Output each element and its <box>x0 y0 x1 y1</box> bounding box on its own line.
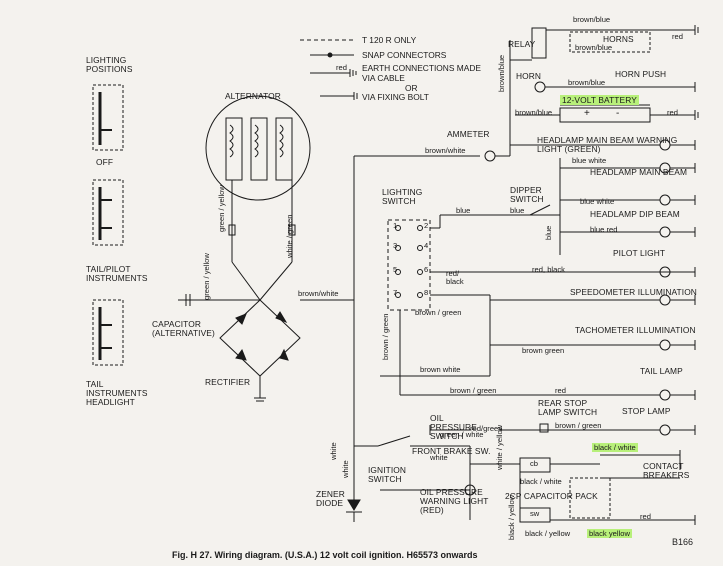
oil-warning-light-label: OIL PRESSURE WARNING LIGHT (RED) <box>420 487 489 515</box>
wire-red-tail: red <box>555 386 566 395</box>
ignition-switch-label: IGNITION SWITCH <box>368 465 407 484</box>
legend-snap-connectors: SNAP CONNECTORS <box>362 50 447 60</box>
sw-label-1: sw <box>530 509 540 518</box>
lighting-pos-tail-pilot: TAIL/PILOT INSTRUMENTS <box>86 264 148 283</box>
wire-red-cb: red <box>640 512 651 521</box>
wire-brown-blue-3: brown/blue <box>568 78 606 87</box>
tachometer-label: TACHOMETER ILLUMINATION <box>575 325 696 335</box>
switch-pos-6: 6 <box>424 265 429 274</box>
wire-white-1: white <box>430 453 448 462</box>
wire-brown-blue-4: brown/blue <box>515 108 553 117</box>
lighting-pos-tail-head: TAIL INSTRUMENTS HEADLIGHT <box>86 379 148 407</box>
rear-stop-switch-label: REAR STOP LAMP SWITCH <box>538 398 598 417</box>
wire-blue-white-2: blue white <box>580 197 615 206</box>
switch-pos-8: 8 <box>424 288 429 297</box>
switch-pos-1: 1 <box>393 221 398 230</box>
legend-symbols <box>300 39 358 100</box>
figure-caption: Fig. H 27. Wiring diagram. (U.S.A.) 12 v… <box>172 550 478 560</box>
lighting-position-diagrams <box>92 84 124 366</box>
wire-black-white-hl-text: black / white <box>592 443 638 452</box>
legend-or: OR <box>405 83 418 93</box>
wire-green-yellow-v2: green / yellow <box>202 253 211 300</box>
wire-brown-green-v: brown / green <box>381 313 390 360</box>
ammeter-label: AMMETER <box>447 129 490 139</box>
horns-label: HORNS <box>603 34 634 44</box>
contact-breakers-label: CONTACT BREAKERS <box>643 461 690 480</box>
wire-red-green: red/green <box>470 424 503 433</box>
wire-black-white-2: black / white <box>520 477 562 486</box>
speedometer-label: SPEEDOMETER ILLUMINATION <box>570 287 697 297</box>
headlamp-main-label: HEADLAMP MAIN BEAM <box>590 167 688 177</box>
horn-push-label: HORN PUSH <box>615 69 667 79</box>
rectifier-bridge <box>219 299 301 402</box>
battery-neg-sign: - <box>616 108 620 119</box>
relay-label: RELAY <box>508 39 536 49</box>
wire-blue-white-1: blue white <box>572 156 607 165</box>
lighting-switch-label: LIGHTING SWITCH <box>382 187 423 206</box>
wire-red-horns: red <box>672 32 683 41</box>
wire-red-black-1: red/ black <box>446 269 464 286</box>
horn-label: HORN <box>516 71 542 81</box>
wire-blue-2: blue <box>510 206 525 215</box>
wire-red-black-2: red, black <box>532 265 565 274</box>
switch-pos-3: 3 <box>393 241 398 250</box>
oil-pressure-switch-label: OIL PRESSURE SWITCH <box>430 413 477 441</box>
figure-code: B166 <box>672 537 694 547</box>
headlamp-dip-label: HEADLAMP DIP BEAM <box>590 209 680 219</box>
alternator-label: ALTERNATOR <box>225 91 281 101</box>
wire-blue-red: blue red <box>590 225 618 234</box>
capacitor-pack-label: 2CP CAPACITOR PACK <box>505 491 598 501</box>
legend-t120r: T 120 R ONLY <box>362 35 417 45</box>
legend-earth-cable: EARTH CONNECTIONS MADE VIA CABLE <box>362 63 481 83</box>
wire-brown-white-2: brown white <box>420 365 461 374</box>
lighting-pos-off: OFF <box>96 157 114 167</box>
battery-label: 12-VOLT BATTERY <box>560 95 639 105</box>
capacitor-label: CAPACITOR (ALTERNATIVE) <box>152 319 215 338</box>
wire-brown-blue-2: brown/blue <box>575 43 613 52</box>
battery-pos-sign: + <box>584 108 590 119</box>
tail-lamp-label: TAIL LAMP <box>640 366 683 376</box>
wire-brown-stop: brown / green <box>555 421 602 430</box>
legend-red-label: red <box>336 63 347 72</box>
alternator-symbol <box>205 95 311 201</box>
wire-brown-blue-1: brown/blue <box>573 15 611 24</box>
pilot-light-label: PILOT LIGHT <box>613 248 666 258</box>
battery-label-text: 12-VOLT BATTERY <box>560 95 639 105</box>
wire-black-white-hl: black / white <box>592 443 638 452</box>
switch-pos-5: 5 <box>393 265 398 274</box>
wire-white-v2: white <box>341 460 350 478</box>
switch-pos-4: 4 <box>424 241 429 250</box>
wire-white-yellow-v: white / yellow <box>495 424 504 470</box>
wire-brown-green-3: brown / green <box>450 386 497 395</box>
wire-black-yellow-hl-text: black yellow <box>587 529 632 538</box>
lighting-positions-title: LIGHTING POSITIONS <box>86 55 133 74</box>
wire-brown-white-main: brown/white <box>298 289 339 298</box>
wire-green-yellow-v1: green / yellow <box>217 185 226 232</box>
stop-lamp-label: STOP LAMP <box>622 406 671 416</box>
wire-brown-green-1: brown / green <box>415 308 462 317</box>
wire-black-yellow-hl: black yellow <box>587 529 632 538</box>
headlamp-main-warning-label: HEADLAMP MAIN BEAM WARNING LIGHT (GREEN) <box>537 135 678 154</box>
wire-blue-v: blue <box>544 225 553 240</box>
wire-green-white: green / white <box>440 430 484 439</box>
front-brake-label: FRONT BRAKE SW. <box>412 446 491 456</box>
cb-label-1: cb <box>530 459 539 468</box>
dipper-switch-label: DIPPER SWITCH <box>510 185 544 204</box>
rectifier-label: RECTIFIER <box>205 377 251 387</box>
wire-white-v1: white <box>329 442 338 460</box>
wire-blue-1: blue <box>456 206 471 215</box>
wire-black-yellow-2: black / yellow <box>525 529 571 538</box>
switch-pos-2: 2 <box>424 221 429 230</box>
zener-diode-label: ZENER DIODE <box>316 489 345 508</box>
wire-brown-white-ammeter: brown/white <box>425 146 466 155</box>
legend-fixing-bolt: VIA FIXING BOLT <box>362 92 429 102</box>
switch-pos-7: 7 <box>393 288 398 297</box>
wire-white-green-v1: white / green <box>285 214 294 258</box>
wire-red-battery: red <box>667 108 678 117</box>
wire-black-yellow-v: black / yellow <box>507 494 516 540</box>
wire-brown-green-2: brown green <box>522 346 565 355</box>
wire-brown-v: brown/blue <box>497 54 506 92</box>
